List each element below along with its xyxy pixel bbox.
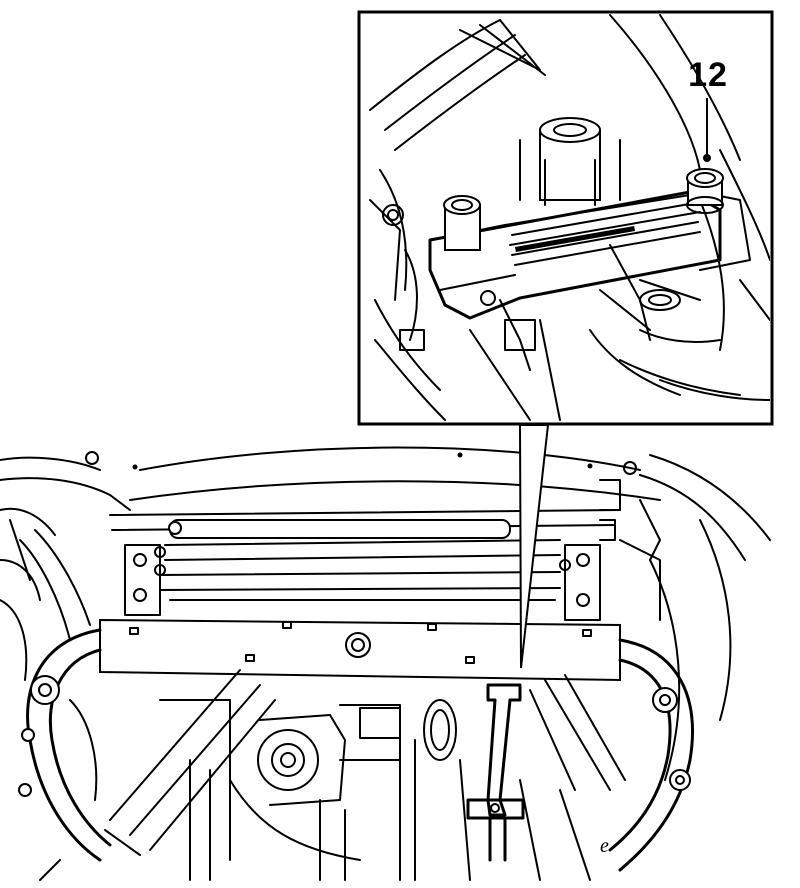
callout-label-12: 12 <box>688 56 728 94</box>
detail-inset <box>357 10 774 426</box>
engine-bay-drawing: e <box>0 446 771 881</box>
svg-text:e: e <box>600 835 609 857</box>
